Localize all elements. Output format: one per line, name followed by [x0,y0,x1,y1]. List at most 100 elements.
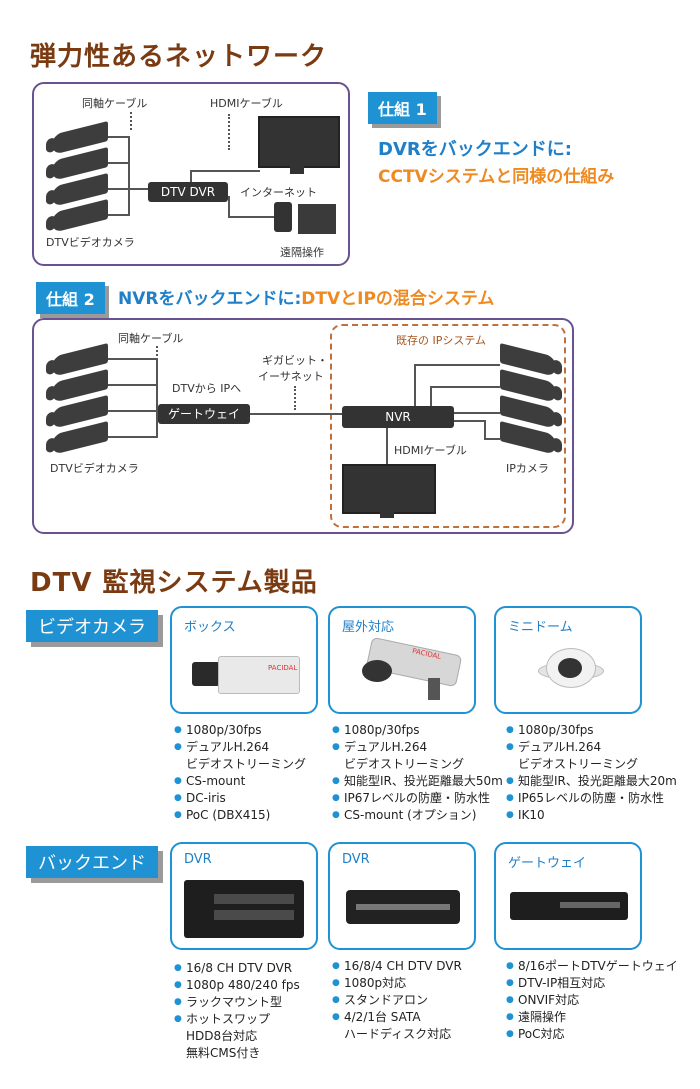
spec-item: CS-mount (オプション) [332,807,503,824]
spec-item: HDD8台対応 [186,1029,258,1043]
cable [108,410,158,412]
gateway-box: ゲートウェイ [158,404,250,424]
diagram2-cams-label: DTVビデオカメラ [50,462,139,475]
spec-item: 知能型IR、投光距離最大50m [332,773,503,790]
dome-camera-image [538,644,604,694]
cable [454,412,500,414]
brand-label: PACIDAL [268,664,298,672]
tab-backend: バックエンド [26,846,158,878]
diagram2-gigabit-label-2: イーサネット [258,370,324,383]
spec-item: PoC (DBX415) [174,807,306,824]
scheme2-heading-blue: NVRをバックエンドに: [118,289,302,309]
spec-item: デュアルH.264 [506,739,677,756]
cable [128,136,130,216]
spec-item: 4/2/1台 SATA [332,1009,462,1026]
spec-item: DC-iris [174,790,306,807]
section-title-network: 弾力性あるネットワーク [30,42,328,72]
product-card-mini-dome: ミニドーム [494,606,642,714]
scheme1-line1: DVRをバックエンドに: [378,139,572,160]
cable [430,386,500,388]
dtv-dvr-box: DTV DVR [148,182,228,202]
card-title: DVR [184,852,212,867]
spec-item: ハードディスク対応 [344,1027,452,1041]
scheme2-badge: 仕組 2 [36,282,105,314]
spec-item: ホットスワップ [174,1011,300,1028]
cable [108,358,156,360]
cable [108,136,128,138]
cable [190,170,260,172]
gateway-device-image [510,892,628,920]
spec-item: ラックマウント型 [174,994,300,1011]
spec-item: 1080p 480/240 fps [174,977,300,994]
spec-item: IP67レベルの防塵・防水性 [332,790,503,807]
spec-item: デュアルH.264 [332,739,503,756]
product-card-rack-dvr: DVR [170,842,318,950]
diagram1-internet-label: インターネット [240,186,317,199]
spec-item: 16/8 CH DTV DVR [174,960,300,977]
spec-item: ビデオストリーミング [518,757,639,771]
spec-list-standalone-dvr: 16/8/4 CH DTV DVR 1080p対応 スタンドアロン 4/2/1台… [332,958,462,1043]
spec-item: 8/16ポートDTVゲートウェイ [506,958,678,975]
spec-list-gateway: 8/16ポートDTVゲートウェイ DTV-IP相互対応 ONVIF対応 遠隔操作… [506,958,678,1043]
cable [484,420,486,440]
existing-ip-label: 既存の IPシステム [396,334,487,347]
box-camera-image: PACIDAL [192,650,302,696]
scheme1-badge: 仕組 1 [368,92,437,124]
smartphone-icon [274,202,292,232]
cable [430,386,432,406]
pc-icon [298,204,336,234]
cable [414,364,416,406]
spec-item: ビデオストリーミング [186,757,307,771]
hdmi-cable [386,428,388,464]
standalone-dvr-image [346,890,460,924]
diagram2-gigabit-pointer [294,386,296,410]
diagram2-gigabit-label-1: ギガビット・ [262,354,328,367]
scheme1-line2: CCTVシステムと同様の仕組み [378,167,615,187]
cable [108,436,156,438]
product-card-outdoor-camera: 屋外対応 PACIDAL [328,606,476,714]
diagram2-coax-pointer [156,346,158,368]
cable [190,170,192,182]
spec-item: IP65レベルの防塵・防水性 [506,790,677,807]
section-title-products: DTV 監視システム製品 [30,568,318,598]
spec-item: PoC対応 [506,1026,678,1043]
monitor-stand [290,166,304,174]
diagram1-cams-label: DTVビデオカメラ [46,236,135,249]
spec-item: 遠隔操作 [506,1009,678,1026]
diagram1-coax-label: 同軸ケーブル [82,97,148,110]
card-title: ミニドーム [508,620,573,635]
cable [454,420,484,422]
spec-list-outdoor-camera: 1080p/30fps デュアルH.264 ビデオストリーミング 知能型IR、投… [332,722,503,824]
tab-video-cameras: ビデオカメラ [26,610,158,642]
outdoor-camera-image: PACIDAL [358,636,468,702]
nvr-box: NVR [342,406,454,428]
card-title: ボックス [184,620,236,635]
spec-item: 1080p/30fps [506,722,677,739]
card-title: DVR [342,852,370,867]
spec-item: IK10 [506,807,677,824]
cable [228,216,274,218]
card-title: 屋外対応 [342,620,395,635]
scheme2-heading: NVRをバックエンドに:DTVとIPの混合システム [118,284,494,309]
diagram1-hdmi-pointer [228,114,230,150]
spec-item: 1080p/30fps [332,722,503,739]
spec-item: 1080p/30fps [174,722,306,739]
spec-list-mini-dome: 1080p/30fps デュアルH.264 ビデオストリーミング 知能型IR、投… [506,722,677,824]
cable [228,196,230,216]
product-card-gateway: ゲートウェイ [494,842,642,950]
ethernet-cable [250,413,342,415]
diagram1-remote-label: 遠隔操作 [280,246,324,259]
diagram2-dtv-to-ip-label: DTVから IPへ [172,382,242,395]
monitor-icon [258,116,340,168]
spec-item: 1080p対応 [332,975,462,992]
cable [156,358,158,438]
spec-item: CS-mount [174,773,306,790]
spec-item: ONVIF対応 [506,992,678,1009]
monitor-icon [342,464,436,514]
spec-item: 知能型IR、投光距離最大20m [506,773,677,790]
spec-item: デュアルH.264 [174,739,306,756]
spec-item: スタンドアロン [332,992,462,1009]
product-card-standalone-dvr: DVR [328,842,476,950]
card-title: ゲートウェイ [508,856,587,871]
spec-item: 16/8/4 CH DTV DVR [332,958,462,975]
